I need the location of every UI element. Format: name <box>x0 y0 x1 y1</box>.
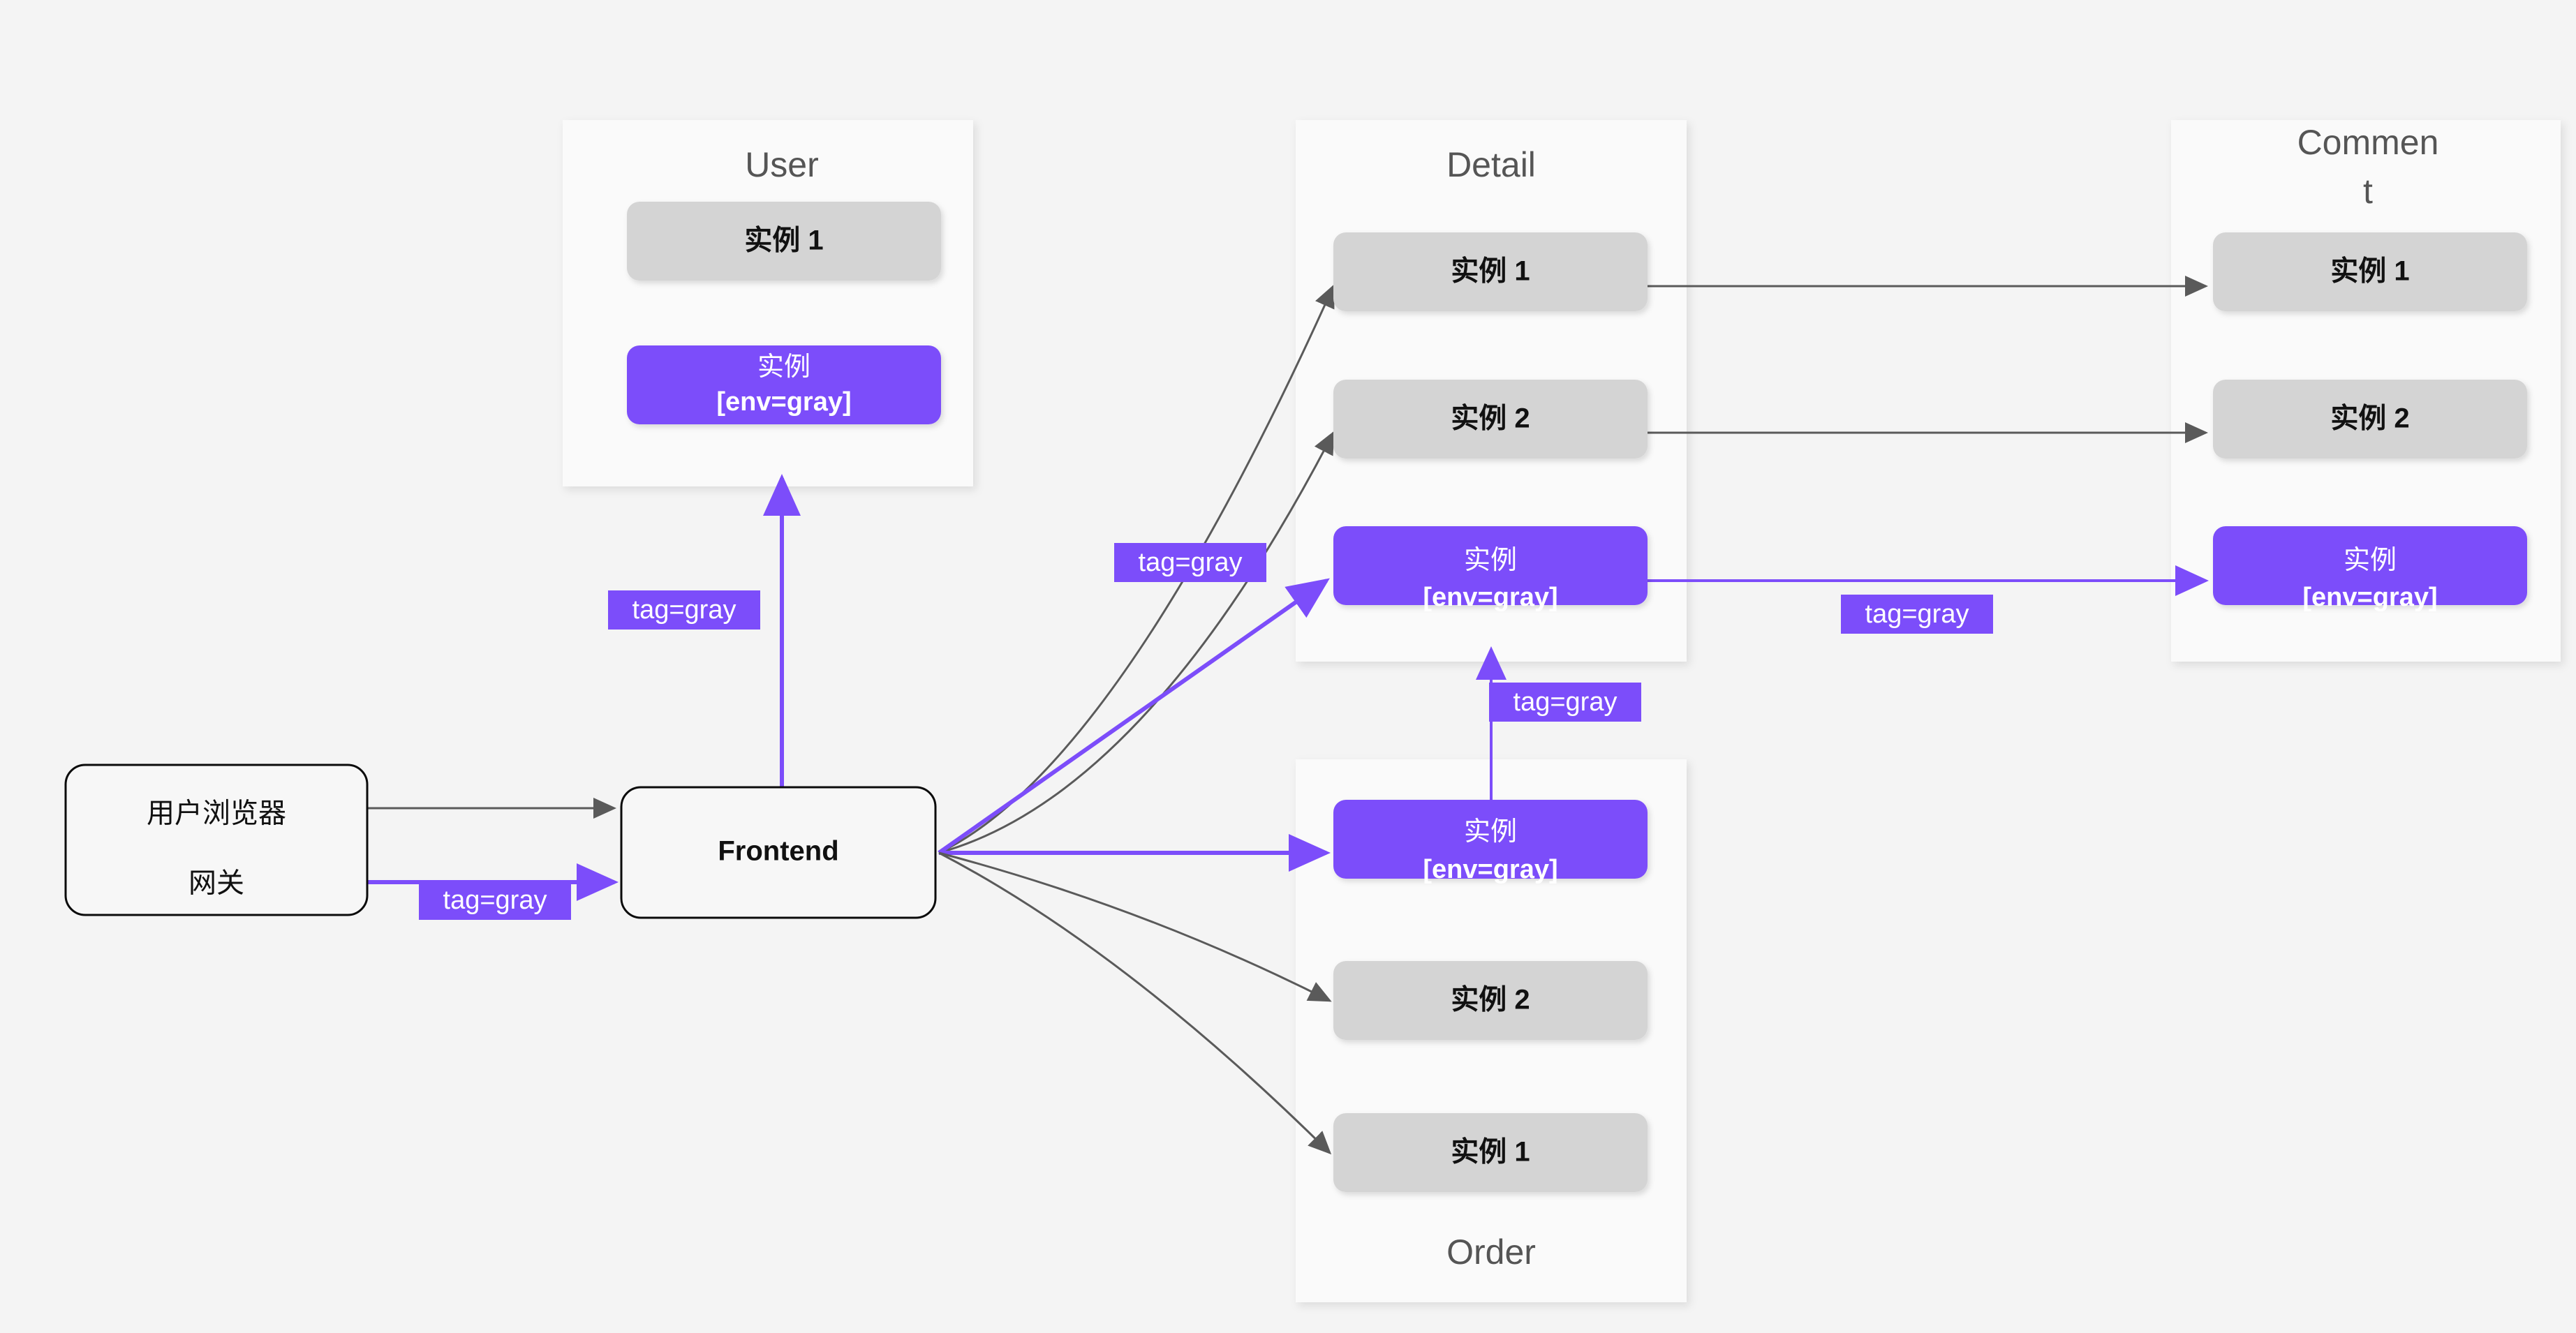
node-comment-1[interactable]: 实例 1 <box>2213 232 2527 311</box>
entry-label-line2: 网关 <box>188 868 244 899</box>
edge-label-frontend-to-user: tag=gray <box>608 590 760 630</box>
frontend-label: Frontend <box>718 836 838 867</box>
node-detail-gray-line2: [env=gray] <box>1423 583 1557 612</box>
node-order-2-label: 实例 2 <box>1451 985 1530 1015</box>
subgraph-title-comment-line1: Commen <box>2297 123 2439 162</box>
node-detail-gray-instance[interactable]: 实例 [env=gray] <box>1333 526 1648 612</box>
edge-label-entry-to-frontend-text: tag=gray <box>443 886 547 915</box>
edge-label-frontend-to-user-text: tag=gray <box>632 595 736 625</box>
node-comment-2[interactable]: 实例 2 <box>2213 380 2527 459</box>
edge-label-frontend-to-detail-text: tag=gray <box>1139 548 1243 577</box>
subgraph-title-detail: Detail <box>1446 145 1536 184</box>
edge-label-order-to-detail: tag=gray <box>1489 683 1641 722</box>
node-order-1[interactable]: 实例 1 <box>1333 1113 1648 1192</box>
edge-frontend-to-detail-gray <box>938 578 1330 855</box>
node-order-2[interactable]: 实例 2 <box>1333 961 1648 1040</box>
edge-label-detail-to-comment-text: tag=gray <box>1865 600 1969 629</box>
edge-frontend-to-detail-2 <box>938 431 1335 854</box>
node-order-gray-instance[interactable]: 实例 [env=gray] <box>1333 800 1648 884</box>
node-user-gray-line1: 实例 <box>757 352 810 382</box>
edge-label-entry-to-frontend: tag=gray <box>419 881 571 920</box>
subgraph-user: User <box>563 120 973 486</box>
edge-label-order-to-detail-text: tag=gray <box>1513 687 1618 717</box>
node-comment-1-label: 实例 1 <box>2330 256 2409 287</box>
node-order-gray-line2: [env=gray] <box>1423 855 1557 884</box>
node-entry[interactable]: 用户浏览器 网关 <box>64 764 369 916</box>
node-detail-1-label: 实例 1 <box>1451 256 1530 287</box>
node-user-gray-line2: [env=gray] <box>716 387 851 417</box>
node-detail-2-label: 实例 2 <box>1451 403 1530 434</box>
node-comment-gray-instance[interactable]: 实例 [env=gray] <box>2213 526 2527 612</box>
edge-frontend-to-detail-1 <box>938 284 1335 854</box>
node-detail-1[interactable]: 实例 1 <box>1333 232 1648 311</box>
node-user-gray-instance[interactable]: 实例 [env=gray] <box>627 345 941 424</box>
edge-label-frontend-to-detail: tag=gray <box>1114 543 1266 582</box>
node-order-gray-line1: 实例 <box>1464 817 1517 847</box>
node-detail-gray-line1: 实例 <box>1464 546 1517 575</box>
edge-frontend-to-order-1 <box>938 851 1332 1155</box>
edge-label-detail-to-comment: tag=gray <box>1841 595 1993 634</box>
subgraph-title-comment-line2: t <box>2363 172 2373 211</box>
subgraph-title-order: Order <box>1446 1233 1536 1272</box>
node-user-1[interactable]: 实例 1 <box>627 202 941 281</box>
node-order-1-label: 实例 1 <box>1451 1137 1530 1168</box>
node-frontend[interactable]: Frontend <box>620 786 937 919</box>
node-detail-2[interactable]: 实例 2 <box>1333 380 1648 459</box>
node-comment-gray-line2: [env=gray] <box>2302 583 2437 612</box>
subgraph-title-user: User <box>745 145 819 184</box>
node-comment-2-label: 实例 2 <box>2330 403 2409 434</box>
edge-frontend-to-order-2 <box>938 851 1332 1002</box>
entry-label-line1: 用户浏览器 <box>147 798 286 829</box>
node-comment-gray-line1: 实例 <box>2344 546 2397 575</box>
node-user-1-label: 实例 1 <box>744 225 823 256</box>
